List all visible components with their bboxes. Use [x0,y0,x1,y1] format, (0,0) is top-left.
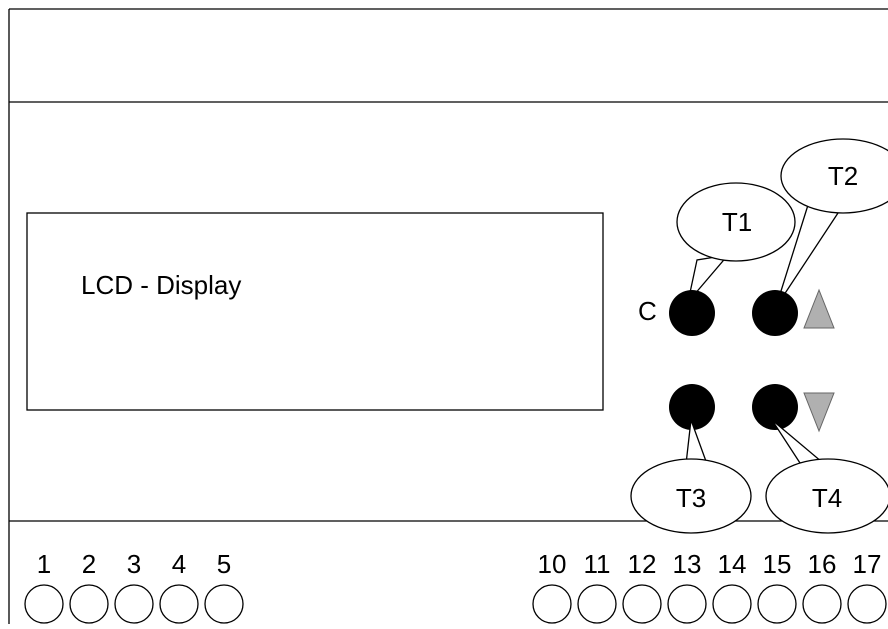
callout-t1: T1 [676,182,796,303]
terminal-14-label: 14 [718,549,747,579]
up-arrow-icon [803,288,835,329]
housing [8,8,888,624]
button-t4[interactable] [752,384,798,430]
terminal-13 [667,584,707,624]
terminal-10 [532,584,572,624]
lcd-display-label: LCD - Display [81,270,241,300]
button-t1[interactable] [669,290,715,336]
callout-t1-bubble [676,182,796,262]
terminal-13-label: 13 [673,549,702,579]
callout-t4-pointer [771,419,824,464]
terminal-16-label: 16 [808,549,837,579]
terminal-4 [159,584,199,624]
callout-t3: T3 [630,419,752,534]
terminal-5-label: 5 [217,549,231,579]
button-c-label: C [638,296,657,326]
terminal-2-label: 2 [82,549,96,579]
lcd-display [26,212,604,411]
terminal-12 [622,584,662,624]
terminal-15 [757,584,797,624]
terminal-11 [577,584,617,624]
button-t2[interactable] [752,290,798,336]
callout-t1-label: T1 [722,207,752,237]
terminal-12-label: 12 [628,549,657,579]
terminal-1-label: 1 [37,549,51,579]
callout-t2-label: T2 [828,161,858,191]
callout-t2: T2 [775,138,888,308]
terminal-5 [204,584,244,624]
button-t3[interactable] [669,384,715,430]
terminal-11-label: 11 [584,549,611,579]
terminal-17-label: 17 [853,549,882,579]
terminal-17 [847,584,887,624]
callout-t2-bubble [780,138,888,214]
callout-t3-bubble [630,458,752,534]
terminal-1 [24,584,64,624]
callout-t3-label: T3 [676,483,706,513]
terminal-16 [802,584,842,624]
callout-t4-bubble [765,458,888,534]
terminal-14 [712,584,752,624]
terminal-4-label: 4 [172,549,186,579]
terminal-10-label: 10 [538,549,567,579]
terminals-left: 1 2 3 4 5 [24,549,244,624]
callout-t4: T4 [765,419,888,534]
terminal-15-label: 15 [763,549,792,579]
down-arrow-icon [803,392,835,433]
terminal-3 [114,584,154,624]
terminal-3-label: 3 [127,549,141,579]
terminal-2 [69,584,109,624]
callout-t4-label: T4 [812,483,842,513]
terminals-right: 10 11 12 13 14 15 16 17 [532,549,887,624]
